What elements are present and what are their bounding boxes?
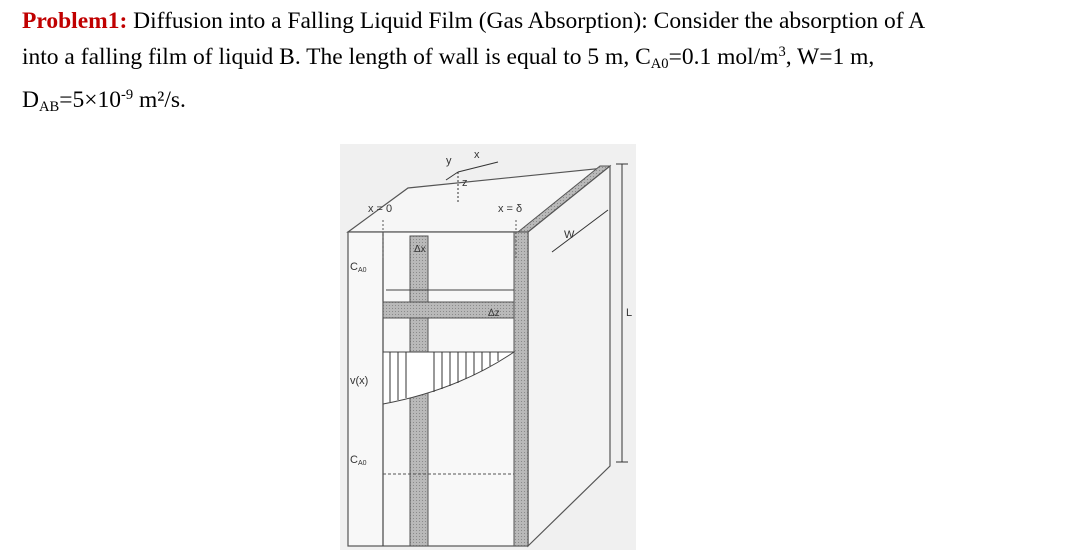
label-x0: x = 0 — [368, 203, 392, 215]
problem-line-1: Problem1: Diffusion into a Falling Liqui… — [22, 6, 1052, 37]
problem-line-2-pre: into a falling film of liquid B. The len… — [22, 44, 651, 70]
problem-line-1-text: Diffusion into a Falling Liquid Film (Ga… — [127, 8, 926, 34]
label-y: y — [446, 155, 452, 167]
problem-line-3-mid: =5×10 — [59, 87, 121, 114]
label-dz: Δz — [488, 308, 500, 319]
y-axis — [445, 171, 459, 181]
velocity-profile — [382, 351, 516, 405]
problem-line-3-post: m²/s. — [133, 87, 186, 114]
falling-film-diagram: x = 0 x = δ y x z CA0 CA0 v(x) Δx Δz W L — [340, 144, 636, 550]
w-dimension — [551, 209, 609, 253]
label-w: W — [564, 229, 575, 241]
problem-statement: Problem1: Diffusion into a Falling Liqui… — [22, 6, 1052, 123]
label-ca0-top: CA0 — [350, 261, 367, 274]
ca0-subscript: A0 — [650, 56, 669, 73]
wall — [513, 231, 529, 547]
delta-z-strip — [382, 301, 515, 319]
problem-line-3-pre: D — [22, 87, 39, 114]
falling-film-figure: x = 0 x = δ y x z CA0 CA0 v(x) Δx Δz W L — [338, 140, 638, 550]
x-axis — [457, 161, 499, 173]
label-ca0-bottom: CA0 — [350, 454, 367, 467]
dab-subscript: AB — [38, 99, 60, 116]
velocity-arrows — [389, 352, 499, 402]
label-l: L — [626, 307, 632, 319]
label-dx: Δx — [414, 244, 426, 255]
problem-line-2-post: , W=1 m, — [785, 44, 875, 70]
label-z: z — [462, 177, 468, 189]
problem-line-2-mid: =0.1 mol/m — [668, 44, 779, 70]
exponent-superscript: -9 — [120, 87, 134, 104]
label-xd: x = δ — [498, 203, 522, 215]
label-vx: v(x) — [350, 375, 368, 387]
cubic-superscript: 3 — [778, 44, 786, 60]
problem-line-3: DAB=5×10-9 m²/s. — [22, 80, 1052, 123]
problem-label: Problem1: — [22, 8, 128, 34]
label-x: x — [474, 149, 480, 161]
problem-line-2: into a falling film of liquid B. The len… — [22, 37, 1052, 80]
